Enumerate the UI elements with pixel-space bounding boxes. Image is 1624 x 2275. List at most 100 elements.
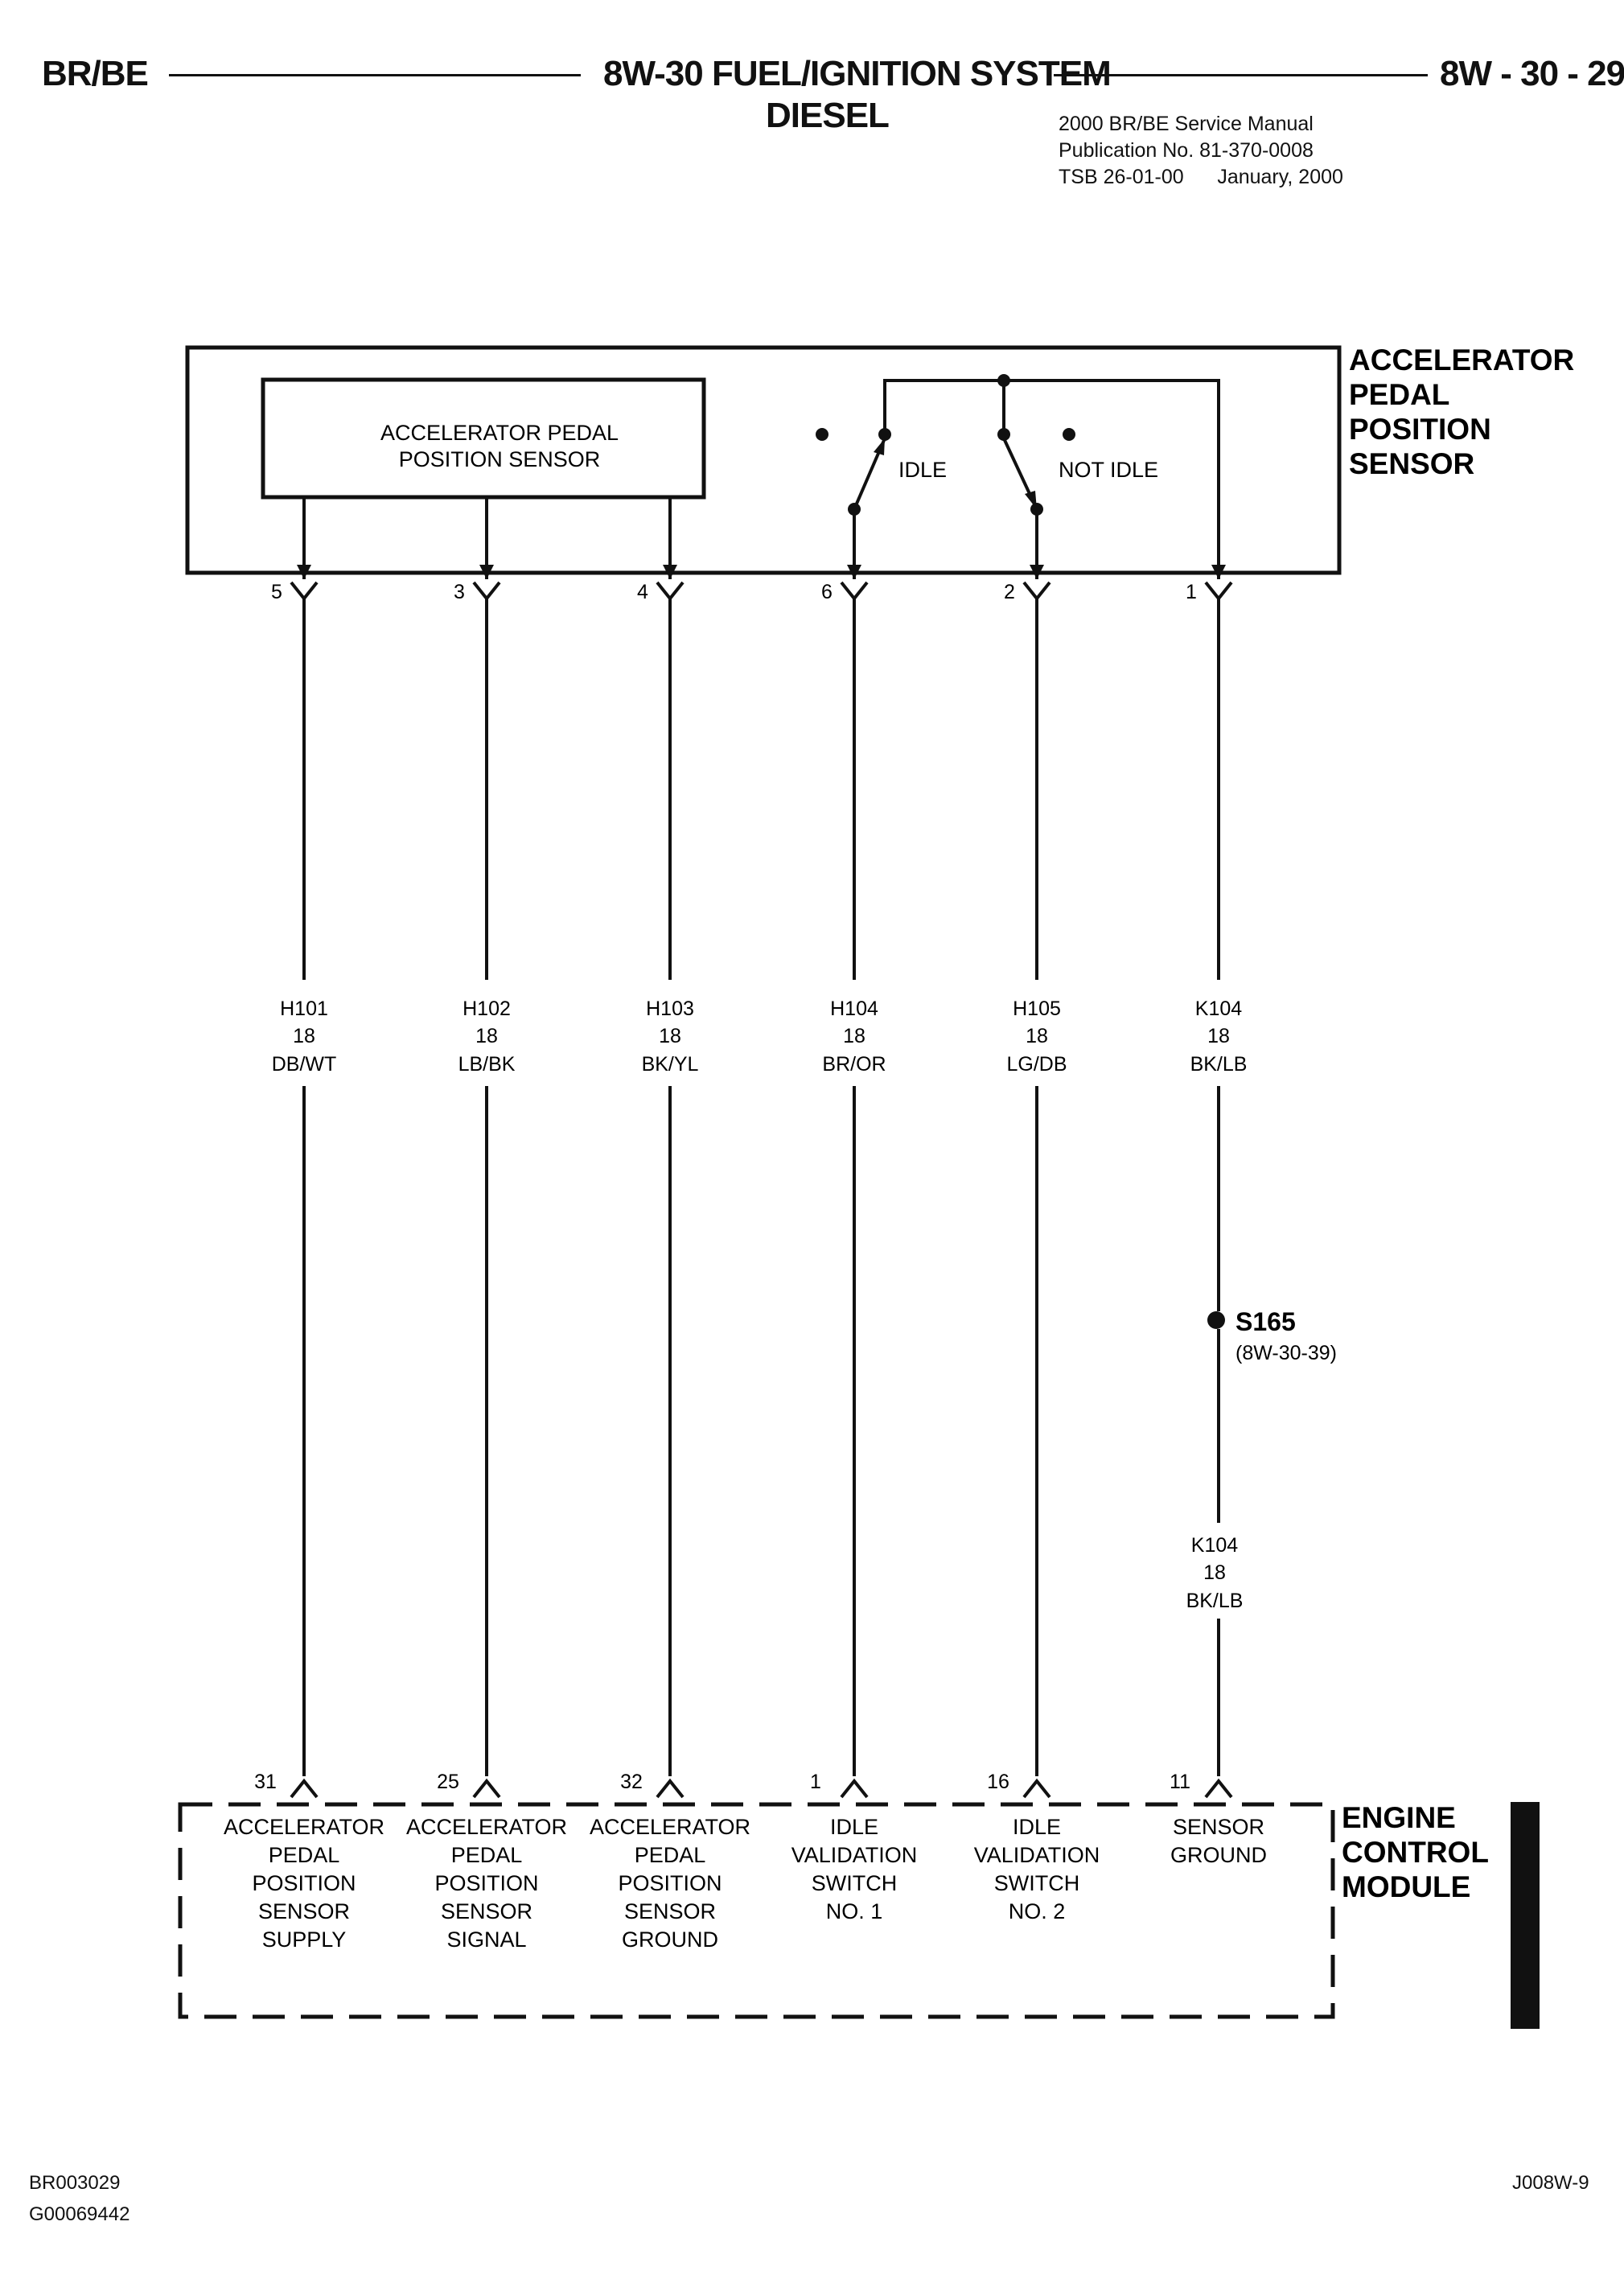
ecm-label-2: CONTROL [1342, 1836, 1489, 1869]
page-title: 8W-30 FUEL/IGNITION SYSTEM [603, 54, 1112, 93]
bottom-connector-3 [840, 1778, 869, 1799]
idle-switch-arrow [874, 438, 885, 455]
ecm-pin-label-1-3: SENSOR [441, 1899, 532, 1923]
wire-circuit-0: H101 [280, 998, 328, 1020]
top-connector-2 [656, 581, 685, 602]
ecm-pin-label-2-0: ACCELERATOR [590, 1815, 750, 1839]
ecm-pin-label-1-0: ACCELERATOR [406, 1815, 567, 1839]
publication-line-2: Publication No. 81-370-0008 [1059, 139, 1314, 162]
top-connector-0 [290, 581, 319, 602]
wire-color-1: LB/BK [458, 1053, 516, 1076]
ecm-pin-label-2-4: GROUND [622, 1927, 718, 1952]
top-connector-3 [840, 581, 869, 602]
ecm-label-1: ENGINE [1342, 1801, 1456, 1834]
ecm-pin-label-3-1: VALIDATION [791, 1843, 918, 1867]
top-pin-number-5: 1 [1186, 581, 1197, 603]
top-pin-number-0: 5 [271, 581, 282, 603]
ecm-pin-label-1-1: PEDAL [451, 1843, 523, 1867]
sensor-label-3: POSITION [1349, 413, 1491, 446]
vehicle-code: BR/BE [42, 54, 149, 93]
bottom-pin-number-1: 25 [437, 1771, 459, 1793]
ecm-pin-label-2-1: PEDAL [635, 1843, 706, 1867]
sensor-label-2: PEDAL [1349, 378, 1449, 411]
ecm-pin-label-0-1: PEDAL [269, 1843, 340, 1867]
bottom-connector-2 [656, 1778, 685, 1799]
bottom-pin-number-2: 32 [620, 1771, 643, 1793]
top-connector-5 [1204, 581, 1233, 602]
ecm-pin-label-4-0: IDLE [1013, 1815, 1061, 1839]
section-tab-marker [1511, 1802, 1540, 2029]
splice-color: BK/LB [1186, 1590, 1244, 1612]
bus-junction-dot [997, 374, 1010, 387]
bottom-connector-1 [472, 1778, 501, 1799]
splice-gauge: 18 [1203, 1561, 1226, 1584]
bottom-pin-number-4: 16 [987, 1771, 1009, 1793]
ecm-pin-label-2-2: POSITION [618, 1871, 722, 1895]
wire-color-4: LG/DB [1006, 1053, 1067, 1076]
top-pin-number-2: 4 [637, 581, 648, 603]
header-rule-left [169, 74, 581, 76]
page-code: J008W-9 [1512, 2172, 1589, 2194]
sensor-inner-label-2: POSITION SENSOR [399, 447, 601, 471]
ecm-pin-label-4-2: SWITCH [994, 1871, 1079, 1895]
not-idle-switch-open-contact [1063, 428, 1075, 441]
idle-switch-pivot [878, 428, 891, 441]
not-idle-label: NOT IDLE [1059, 458, 1158, 482]
not-idle-switch-pivot [997, 428, 1010, 441]
bottom-pin-number-3: 1 [810, 1771, 821, 1793]
ecm-pin-label-1-4: SIGNAL [446, 1927, 526, 1952]
wire-color-2: BK/YL [642, 1053, 699, 1076]
splice-reference: (8W-30-39) [1235, 1342, 1337, 1364]
wire-gauge-4: 18 [1026, 1025, 1048, 1047]
sensor-outer-box [185, 345, 1342, 575]
splice-name: S165 [1235, 1307, 1296, 1336]
wire-gauge-5: 18 [1207, 1025, 1230, 1047]
ecm-pin-label-3-2: SWITCH [812, 1871, 897, 1895]
ecm-pin-label-4-3: NO. 2 [1009, 1899, 1066, 1923]
wire-circuit-1: H102 [463, 998, 511, 1020]
sensor-inner-box [261, 377, 706, 500]
top-connector-4 [1022, 581, 1051, 602]
ecm-pin-label-0-3: SENSOR [258, 1899, 350, 1923]
wire-gauge-0: 18 [293, 1025, 315, 1047]
top-pin-number-3: 6 [821, 581, 833, 603]
wire-color-3: BR/OR [822, 1053, 886, 1076]
publication-line-3: TSB 26-01-00 January, 2000 [1059, 166, 1343, 188]
sensor-label-1: ACCELERATOR [1349, 344, 1574, 376]
wires-group: 5H10118DB/WT31ACCELERATORPEDALPOSITIONSE… [224, 563, 1267, 1952]
ecm-pin-label-3-3: NO. 1 [826, 1899, 883, 1923]
wire-circuit-2: H103 [646, 998, 694, 1020]
wire-gauge-2: 18 [659, 1025, 681, 1047]
ecm-dashed-box [178, 1802, 1335, 2019]
ecm-pin-label-5-1: GROUND [1170, 1843, 1267, 1867]
page-subtitle: DIESEL [766, 96, 890, 135]
idle-switch-open-contact [816, 428, 828, 441]
ecm-pin-label-0-2: POSITION [252, 1871, 356, 1895]
sensor-inner-label-1: ACCELERATOR PEDAL [380, 421, 619, 445]
ecm-pin-label-0-0: ACCELERATOR [224, 1815, 384, 1839]
wire-circuit-5: K104 [1195, 998, 1242, 1020]
bottom-pin-number-5: 11 [1170, 1771, 1190, 1793]
bottom-connector-4 [1022, 1778, 1051, 1799]
wire-circuit-3: H104 [830, 998, 878, 1020]
ecm-pin-label-4-1: VALIDATION [974, 1843, 1100, 1867]
wire-gauge-3: 18 [843, 1025, 865, 1047]
wire-circuit-4: H105 [1013, 998, 1061, 1020]
splice-s165-dot [1207, 1311, 1225, 1329]
bottom-connector-5 [1204, 1778, 1233, 1799]
wire-color-5: BK/LB [1190, 1053, 1248, 1076]
idle-label: IDLE [898, 458, 947, 482]
ecm-pin-label-3-0: IDLE [830, 1815, 878, 1839]
ecm-pin-label-2-3: SENSOR [624, 1899, 716, 1923]
top-pin-number-4: 2 [1004, 581, 1015, 603]
ecm-pin-label-0-4: SUPPLY [262, 1927, 347, 1952]
ecm-pin-label-5-0: SENSOR [1173, 1815, 1264, 1839]
publication-line-1: 2000 BR/BE Service Manual [1059, 113, 1314, 135]
page-number: 8W - 30 - 29 [1440, 54, 1624, 93]
ecm-label-3: MODULE [1342, 1870, 1470, 1903]
graphic-id: G00069442 [29, 2203, 130, 2225]
splice-circuit: K104 [1191, 1534, 1238, 1557]
wire-color-0: DB/WT [272, 1053, 337, 1076]
bottom-connector-0 [290, 1778, 319, 1799]
